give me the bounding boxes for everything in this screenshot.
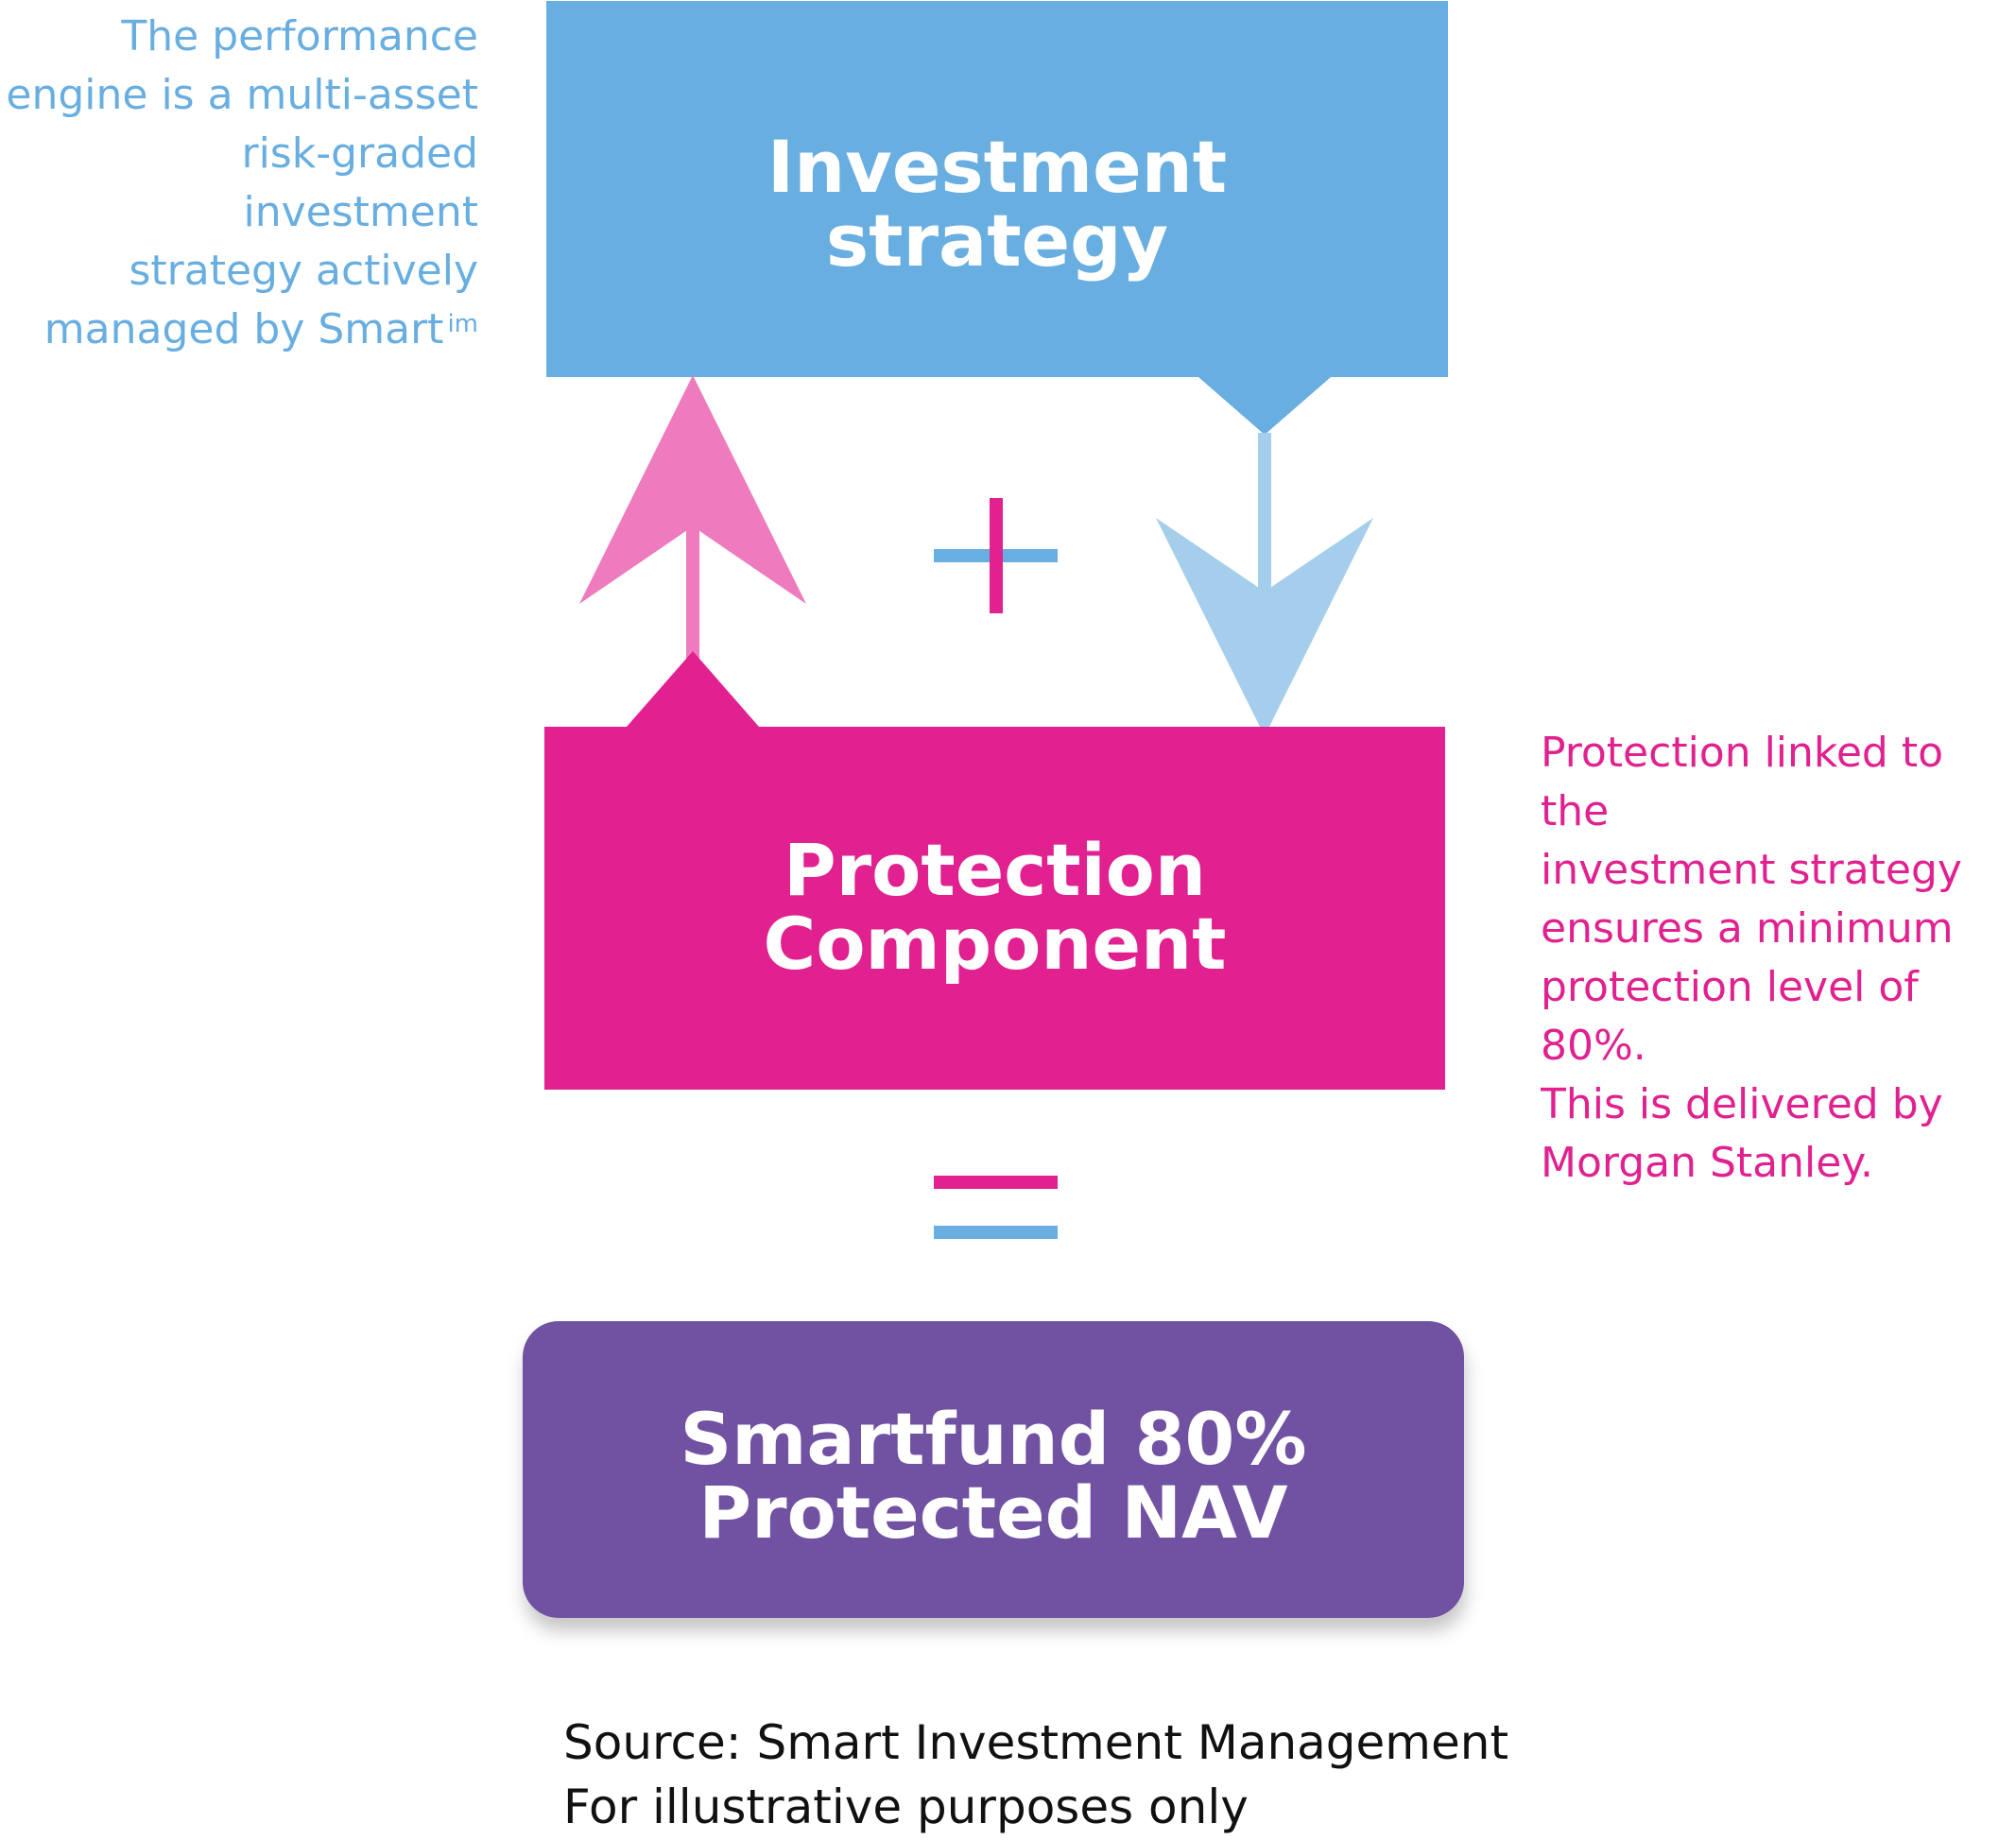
protection-note: Protection linked to the investment stra… [1541, 729, 1962, 1187]
equals-sign-bottom-bar [934, 1226, 1058, 1239]
plus-sign-vertical [990, 498, 1003, 613]
source-footer: Source: Smart Investment Management For … [563, 1711, 1508, 1839]
up-arrow-shaft [686, 524, 699, 666]
smartfund-nav-label: Smartfund 80% Protected NAV [680, 1397, 1307, 1555]
performance-engine-note-text: The performance engine is a multi-asset … [6, 12, 478, 353]
performance-engine-note: The performance engine is a multi-asset … [0, 8, 478, 359]
up-arrow-head [579, 375, 806, 604]
investment-strategy-box [546, 1, 1448, 435]
source-line: Source: Smart Investment Management [563, 1715, 1509, 1770]
down-arrow-shaft [1258, 433, 1271, 593]
protection-component-label: Protection Component [763, 828, 1227, 986]
smartfund-nav-box [523, 1321, 1464, 1618]
investment-strategy-label: Investment strategy [767, 125, 1228, 283]
smart-im-superscript: im [447, 310, 478, 338]
equals-sign-top-bar [934, 1176, 1058, 1189]
illustrative-disclaimer: For illustrative purposes only [563, 1780, 1249, 1834]
protection-component-box [544, 651, 1445, 1090]
down-arrow-head [1156, 518, 1373, 736]
